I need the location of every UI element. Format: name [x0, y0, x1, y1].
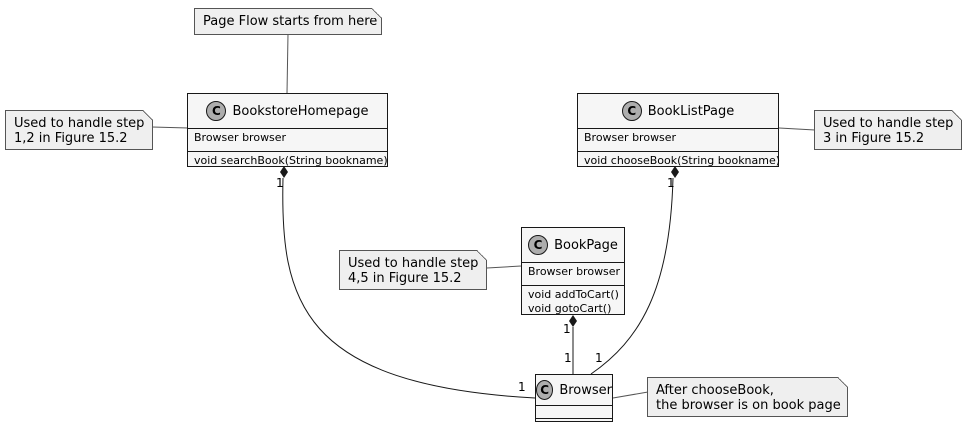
note-homepage: Used to handle step 1,2 in Figure 15.2: [5, 110, 153, 150]
class-header: C BookPage: [522, 228, 624, 263]
multiplicity-bookpage: 1: [563, 322, 571, 336]
method: void addToCart(): [528, 288, 619, 301]
class-c-icon: C: [621, 101, 642, 121]
class-c-icon: C: [206, 101, 227, 121]
composition-homepage-browser: [282, 177, 536, 399]
note-link-homepage: [151, 126, 189, 129]
class-methods: void addToCart() void gotoCart(): [522, 286, 624, 318]
note-listpage: Used to handle step 3 in Figure 15.2: [814, 110, 962, 150]
class-header: C BookListPage: [578, 94, 778, 129]
note-link-listpage: [778, 127, 816, 131]
field: Browser browser: [528, 265, 621, 278]
method: void chooseBook(String bookname): [584, 154, 781, 167]
note-page-flow: Page Flow starts from here: [194, 8, 382, 35]
class-header: C Browser: [536, 375, 612, 406]
composition-listpage-browser: [590, 177, 674, 375]
class-methods: [536, 419, 612, 431]
class-book-list-page[interactable]: C BookListPage Browser browser void choo…: [577, 93, 781, 170]
class-fields: Browser browser: [188, 129, 387, 152]
method: void gotoCart(): [528, 302, 612, 315]
class-bookstore-homepage[interactable]: C BookstoreHomepage Browser browser void…: [187, 93, 388, 167]
composition-diamond-homepage: [280, 166, 288, 178]
multiplicity-listpage: 1: [667, 176, 675, 190]
class-browser[interactable]: C Browser: [535, 374, 613, 422]
class-name: BookListPage: [647, 103, 735, 119]
class-c-icon: C: [528, 235, 549, 255]
class-methods: void chooseBook(String bookname): [578, 152, 781, 170]
note-browser: After chooseBook, the browser is on book…: [647, 377, 848, 417]
multiplicity-homepage: 1: [276, 176, 284, 190]
class-methods: void searchBook(String bookname): [188, 152, 388, 170]
class-name: Browser: [559, 382, 612, 398]
class-header: C BookstoreHomepage: [188, 94, 387, 129]
note-bookpage: Used to handle step 4,5 in Figure 15.2: [339, 250, 487, 290]
class-name: BookPage: [554, 237, 618, 253]
class-fields: Browser browser: [522, 263, 624, 286]
method: void searchBook(String bookname): [194, 154, 388, 167]
class-name: BookstoreHomepage: [232, 103, 369, 119]
class-fields: Browser browser: [578, 129, 778, 152]
multiplicity-browser-bookpage: 1: [564, 351, 572, 365]
multiplicity-browser-listpage: 1: [595, 351, 603, 365]
class-c-icon: C: [536, 380, 554, 400]
composition-diamond-bookpage: [569, 315, 577, 327]
note-link-bookpage: [486, 265, 522, 269]
class-fields: [536, 406, 612, 419]
note-link-browser: [612, 391, 649, 399]
field: Browser browser: [194, 131, 287, 144]
composition-diamond-listpage: [671, 166, 679, 178]
field: Browser browser: [584, 131, 677, 144]
multiplicity-browser-homepage: 1: [518, 380, 526, 394]
note-link-page-flow: [286, 33, 289, 94]
class-book-page[interactable]: C BookPage Browser browser void addToCar…: [521, 227, 625, 315]
